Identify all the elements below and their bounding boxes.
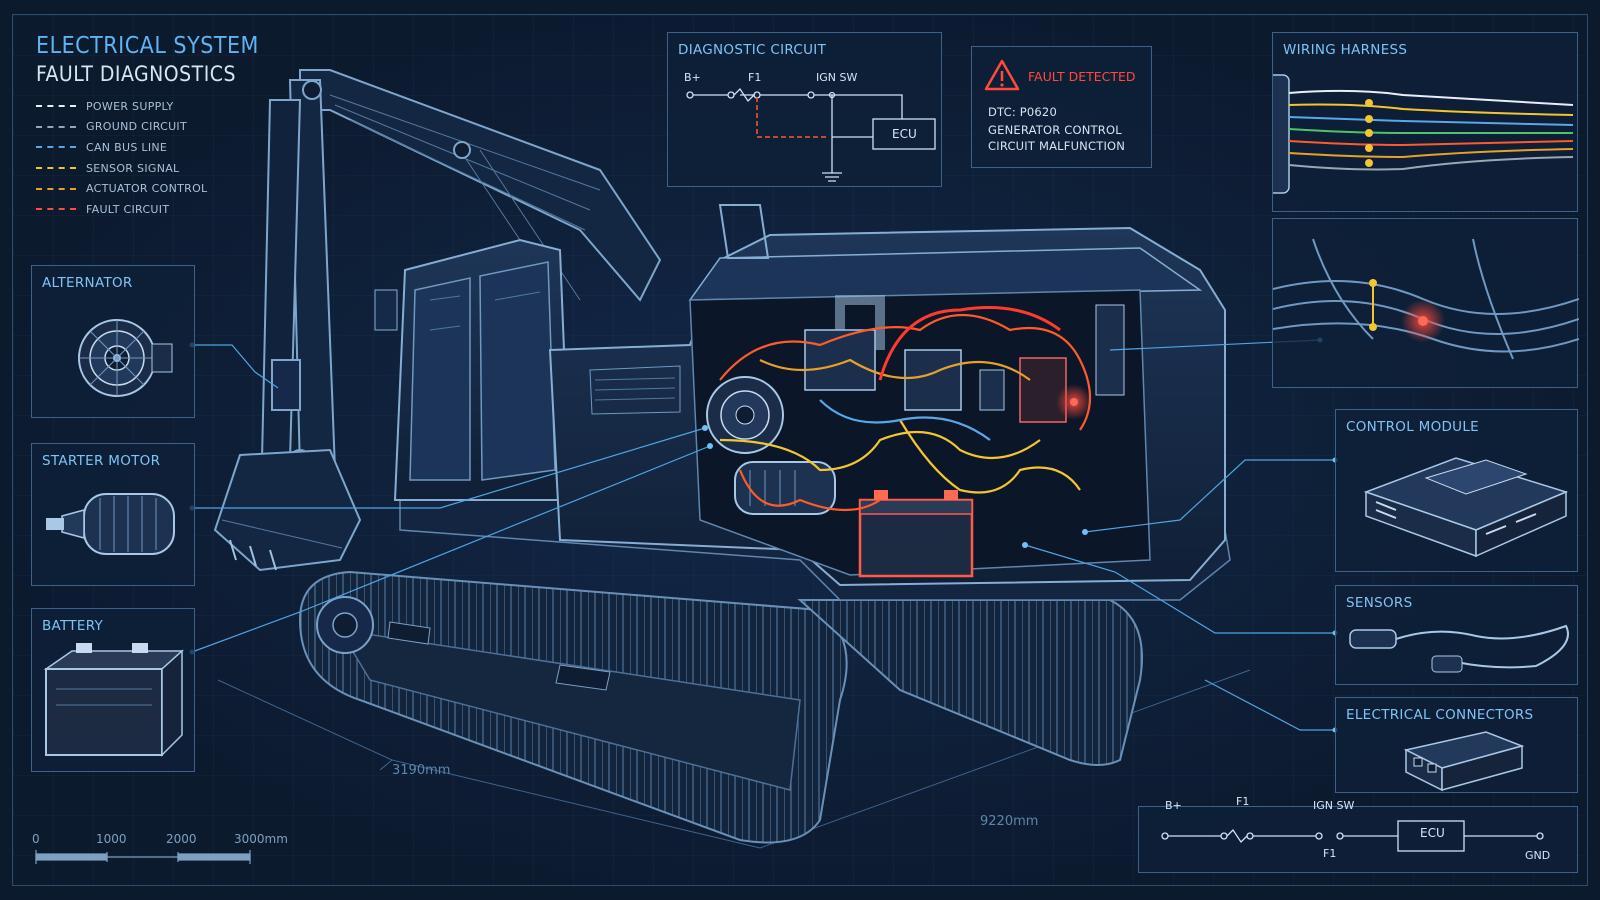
fault-description-1: GENERATOR CONTROL [988,123,1122,137]
bottom-gnd-label: GND [1525,849,1551,862]
diagnostic-circuit-panel[interactable]: DIAGNOSTIC CIRCUIT B+ F1 IGN SW ECU [667,32,942,187]
engine-wiring [719,306,1091,512]
fuse-label: F1 [748,71,762,84]
scale-tick-3000: 3000mm [234,832,288,846]
b-plus-label: B+ [684,71,701,84]
legend-swatch [36,146,76,149]
page-subtitle: FAULT DIAGNOSTICS [36,62,236,86]
legend-swatch [36,105,76,108]
control-module-panel[interactable]: CONTROL MODULE [1335,409,1578,572]
legend-label: GROUND CIRCUIT [86,120,187,134]
scale-tick-2000: 2000 [166,832,197,846]
alternator-panel[interactable]: ALTERNATOR [31,265,195,418]
legend-label: POWER SUPPLY [86,99,174,113]
scale-tick-1000: 1000 [96,832,127,846]
legend-item-ground-circuit: GROUND CIRCUIT [36,117,236,138]
starter-motor-panel[interactable]: STARTER MOTOR [31,443,195,586]
bottom-schematic-panel[interactable]: B+ F1 IGN SW F1 ECU GND [1138,795,1578,873]
harness-fault-detail-panel[interactable] [1272,218,1579,388]
legend-item-can-bus-line: CAN BUS LINE [36,137,236,158]
callout-lines [191,339,1335,731]
legend-swatch [36,167,76,170]
legend-item-power-supply: POWER SUPPLY [36,96,236,117]
dimension-lines [217,669,1251,849]
scale-bar [35,850,251,864]
starter-motor-icon [46,493,175,555]
width-dimension: 3190mm [392,763,451,778]
legend-label: ACTUATOR CONTROL [86,182,208,196]
wiring-harness-icon [1273,74,1574,194]
alternator-title: ALTERNATOR [42,275,133,291]
crawler-tracks [298,570,1143,844]
warning-triangle-icon [984,59,1020,91]
fault-description-2: CIRCUIT MALFUNCTION [988,139,1126,153]
legend-label: SENSOR SIGNAL [86,161,180,175]
battery-title: BATTERY [42,618,104,634]
legend-swatch [36,187,76,190]
bottom-schematic [1161,820,1544,852]
boom-arm [260,69,662,471]
bottom-fuse-label: F1 [1236,795,1250,808]
bottom-ign-sw-label: IGN SW [1313,799,1355,812]
fault-dtc: DTC: P0620 [988,105,1057,119]
wiring-harness-title: WIRING HARNESS [1283,42,1408,58]
electrical-connectors-title: ELECTRICAL CONNECTORS [1346,707,1534,723]
diagnostic-circuit-schematic [686,87,936,182]
page-title: ELECTRICAL SYSTEM [36,33,259,59]
length-dimension: 9220mm [980,814,1039,829]
control-module-icon [1363,457,1569,558]
electrical-connectors-panel[interactable]: ELECTRICAL CONNECTORS [1335,697,1578,793]
legend-label: CAN BUS LINE [86,140,168,154]
engine-components [706,295,1125,578]
bottom-ecu-label: ECU [1420,826,1445,840]
sensors-panel[interactable]: SENSORS [1335,585,1578,685]
harness-fault-detail [1273,238,1579,360]
electrical-connectors-icon [1403,731,1525,792]
ecu-label: ECU [892,127,917,141]
legend-item-actuator-control: ACTUATOR CONTROL [36,178,236,199]
legend-item-sensor-signal: SENSOR SIGNAL [36,158,236,179]
legend-item-fault-circuit: FAULT CIRCUIT [36,199,236,220]
sensors-icon [1349,624,1569,673]
bucket [213,448,362,572]
battery-icon [43,643,184,757]
scale-tick-0: 0 [32,832,40,846]
ign-sw-label: IGN SW [816,71,858,84]
legend-swatch [36,125,76,128]
cab [374,238,572,501]
alternator-icon [78,319,173,397]
battery-panel[interactable]: BATTERY [31,608,195,772]
control-module-title: CONTROL MODULE [1346,419,1480,435]
sensors-title: SENSORS [1346,595,1413,611]
legend: POWER SUPPLY GROUND CIRCUIT CAN BUS LINE… [36,96,236,220]
wiring-harness-panel[interactable]: WIRING HARNESS [1272,32,1578,212]
legend-label: FAULT CIRCUIT [86,202,170,216]
diagnostic-circuit-title: DIAGNOSTIC CIRCUIT [678,42,827,58]
legend-swatch [36,208,76,211]
fault-title: FAULT DETECTED [1028,69,1136,84]
starter-motor-title: STARTER MOTOR [42,453,161,469]
fault-detected-panel[interactable]: FAULT DETECTED DTC: P0620 GENERATOR CONT… [971,46,1152,168]
bottom-fuse-under-label: F1 [1323,847,1337,860]
bottom-b-plus-label: B+ [1165,799,1182,812]
